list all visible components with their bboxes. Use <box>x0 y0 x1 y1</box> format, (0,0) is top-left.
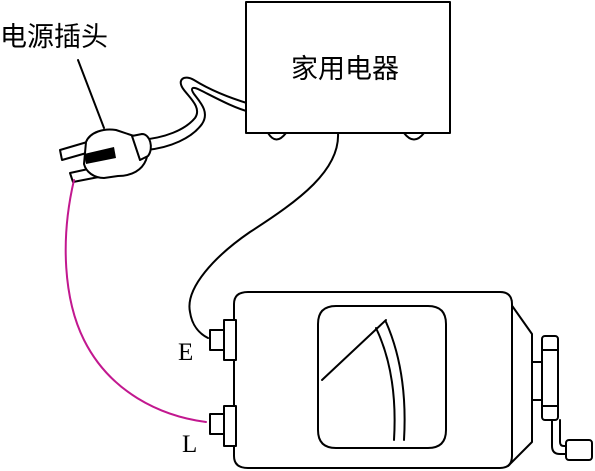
terminal-l-label: L <box>182 431 197 458</box>
megohmmeter-icon <box>233 291 533 469</box>
appliance-label: 家用电器 <box>291 54 399 85</box>
terminal-e-label: E <box>178 339 193 366</box>
plug-leader-line <box>77 59 105 129</box>
live-wire <box>64 179 207 423</box>
hand-crank-icon <box>531 335 593 461</box>
plug-label: 电源插头 <box>0 22 108 53</box>
meter-dial <box>317 305 447 449</box>
terminal-l <box>209 405 237 447</box>
meter-pointer <box>321 319 387 381</box>
plug-cord <box>139 76 251 151</box>
earth-wire <box>188 132 340 339</box>
appliance-box: 家用电器 <box>245 1 451 141</box>
terminal-e <box>209 319 237 361</box>
power-plug-icon <box>59 128 152 183</box>
